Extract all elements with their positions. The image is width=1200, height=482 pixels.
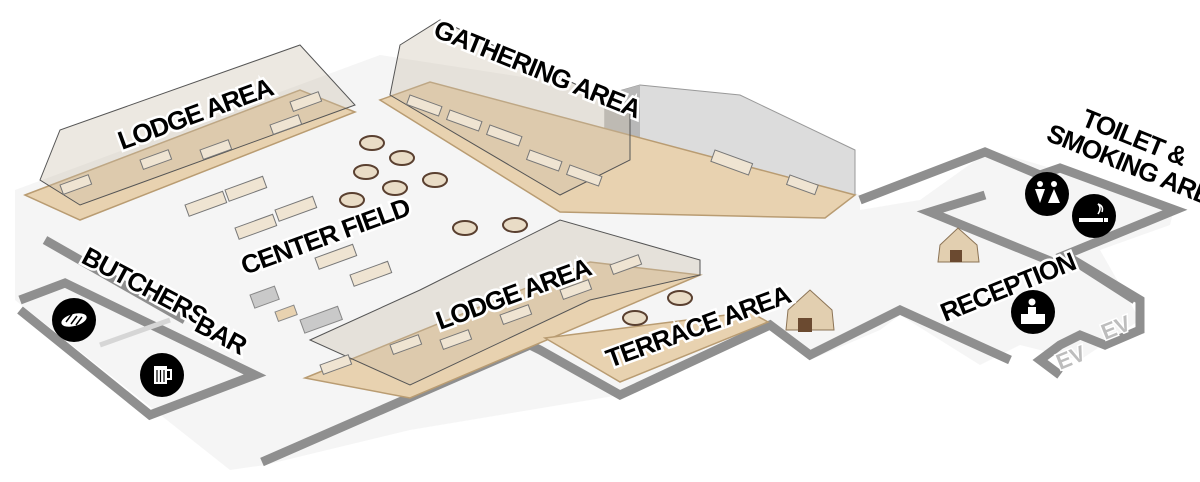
beer-mug-icon <box>140 353 184 397</box>
terrace-area-deck <box>542 311 770 383</box>
center-field-tables <box>184 175 393 287</box>
lodge-area-top-canopy <box>39 44 356 206</box>
wall-toilet-inner <box>916 190 1062 270</box>
wall-ev <box>1032 251 1145 379</box>
gathering-tables <box>405 94 819 196</box>
wall-butchers-bar <box>17 278 267 421</box>
yurt-tent-icon <box>785 289 835 332</box>
reception-desk-icon <box>1011 290 1055 334</box>
lounge-sofas <box>249 285 344 334</box>
round-tables <box>339 135 693 326</box>
yurt-tent-icon <box>937 227 980 263</box>
lodge-middle-tables <box>319 254 643 376</box>
gathering-area-canopy <box>389 19 631 196</box>
wall-butchers-divider <box>99 317 171 348</box>
gathering-area-deck <box>378 81 857 219</box>
toilet-icon <box>1025 172 1069 216</box>
wall-left <box>42 236 188 324</box>
smoking-icon <box>1072 194 1116 238</box>
lodge-top-tables <box>59 91 323 196</box>
lodge-area-top-deck <box>23 89 358 221</box>
meat-icon <box>52 298 96 342</box>
